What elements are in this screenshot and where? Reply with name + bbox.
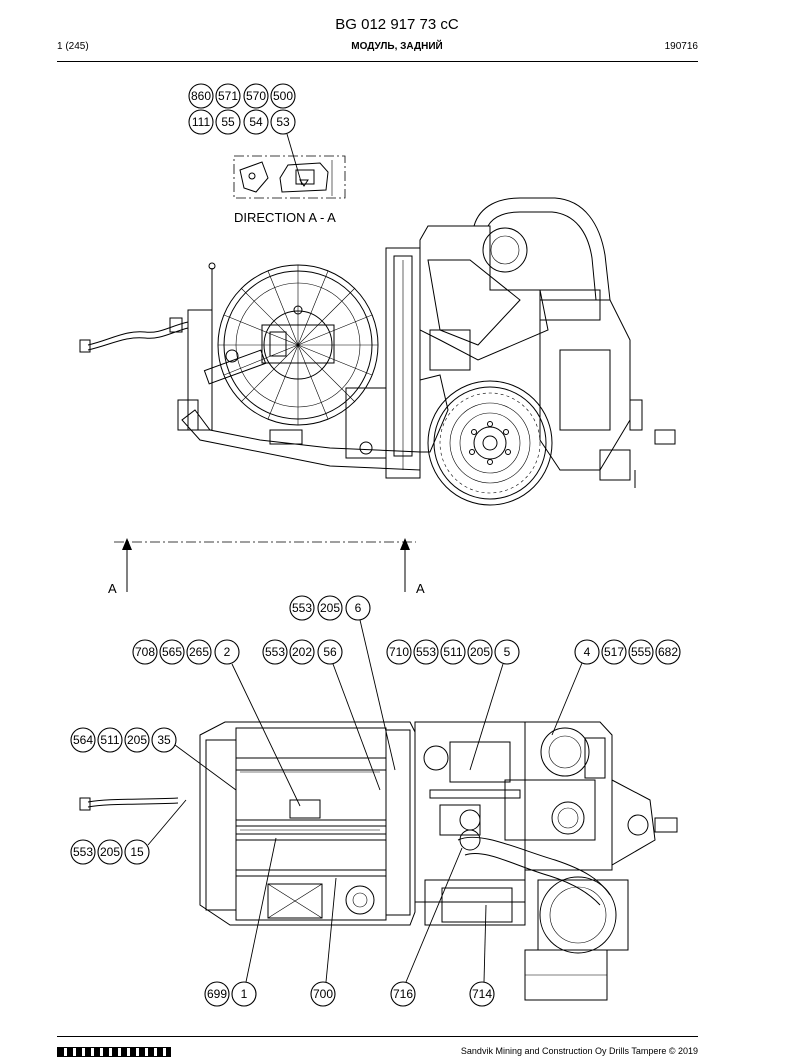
side-view bbox=[79, 197, 676, 506]
callout-bubble: 55 bbox=[221, 115, 235, 129]
callout-bubble: 53 bbox=[276, 115, 290, 129]
callout-group-bottom: 699 1 700 716 714 bbox=[204, 981, 495, 1007]
callout-bubble: 517 bbox=[604, 645, 624, 659]
section-label-right: A bbox=[416, 581, 425, 596]
callout-group-56: 553 202 56 bbox=[262, 639, 343, 665]
callout-bubble: 708 bbox=[135, 645, 155, 659]
drawing-code: 190716 bbox=[664, 41, 698, 52]
callout-bubble: 15 bbox=[130, 845, 144, 859]
company-logo bbox=[57, 1047, 171, 1057]
callout-bubble: 710 bbox=[389, 645, 409, 659]
callout-group-top: 860 571 570 500 111 55 54 53 bbox=[188, 83, 296, 135]
callout-bubble: 205 bbox=[470, 645, 490, 659]
callout-bubble: 553 bbox=[416, 645, 436, 659]
callout-bubble: 555 bbox=[631, 645, 651, 659]
callout-bubble: 565 bbox=[162, 645, 182, 659]
callout-group-2: 708 565 265 2 bbox=[132, 639, 240, 665]
view-label: DIRECTION A - A bbox=[234, 210, 336, 225]
callout-group-6: 553 205 6 bbox=[289, 595, 371, 621]
callout-bubble: 56 bbox=[323, 645, 337, 659]
callout-bubble: 700 bbox=[313, 987, 333, 1001]
callout-bubble: 570 bbox=[246, 89, 266, 103]
callout-bubble: 553 bbox=[73, 845, 93, 859]
callout-bubble: 682 bbox=[658, 645, 678, 659]
callout-group-4: 4 517 555 682 bbox=[574, 639, 681, 665]
footer-rule bbox=[57, 1036, 698, 1037]
callout-bubble: 2 bbox=[224, 645, 231, 659]
page-indicator: 1 (245) bbox=[57, 41, 89, 52]
callout-bubble: 860 bbox=[191, 89, 211, 103]
callout-bubble: 4 bbox=[584, 645, 591, 659]
callout-bubble: 205 bbox=[320, 601, 340, 615]
callout-bubble: 500 bbox=[273, 89, 293, 103]
callout-bubble: 564 bbox=[73, 733, 93, 747]
callout-bubble: 553 bbox=[292, 601, 312, 615]
callout-group-15: 553 205 15 bbox=[70, 839, 150, 865]
callout-bubble: 205 bbox=[100, 845, 120, 859]
callout-group-5: 710 553 511 205 5 bbox=[386, 639, 520, 665]
callout-bubble: 699 bbox=[207, 987, 227, 1001]
copyright-text: Sandvik Mining and Construction Oy Drill… bbox=[460, 1046, 698, 1056]
callout-bubble: 111 bbox=[192, 115, 211, 129]
section-line: A A bbox=[108, 538, 425, 596]
callout-bubble: 5 bbox=[504, 645, 511, 659]
callout-bubble: 202 bbox=[292, 645, 312, 659]
callout-bubble: 1 bbox=[241, 987, 248, 1001]
callout-bubble: 265 bbox=[189, 645, 209, 659]
callout-bubble: 553 bbox=[265, 645, 285, 659]
callout-bubble: 716 bbox=[393, 987, 413, 1001]
top-view bbox=[79, 721, 678, 1001]
detail-view: DIRECTION A - A bbox=[233, 155, 346, 225]
callout-bubble: 511 bbox=[100, 733, 119, 747]
callout-bubble: 511 bbox=[443, 645, 462, 659]
callout-bubble: 205 bbox=[127, 733, 147, 747]
callout-bubble: 35 bbox=[157, 733, 171, 747]
header-rule bbox=[57, 61, 698, 62]
callout-bubble: 571 bbox=[218, 89, 238, 103]
callout-bubble: 714 bbox=[472, 987, 492, 1001]
callout-bubble: 6 bbox=[355, 601, 362, 615]
section-label-left: A bbox=[108, 581, 117, 596]
callout-group-35: 564 511 205 35 bbox=[70, 727, 177, 753]
document-number: BG 012 917 73 cC bbox=[335, 16, 459, 33]
callout-bubble: 54 bbox=[249, 115, 263, 129]
page-title: МОДУЛЬ, ЗАДНИЙ bbox=[351, 41, 443, 52]
